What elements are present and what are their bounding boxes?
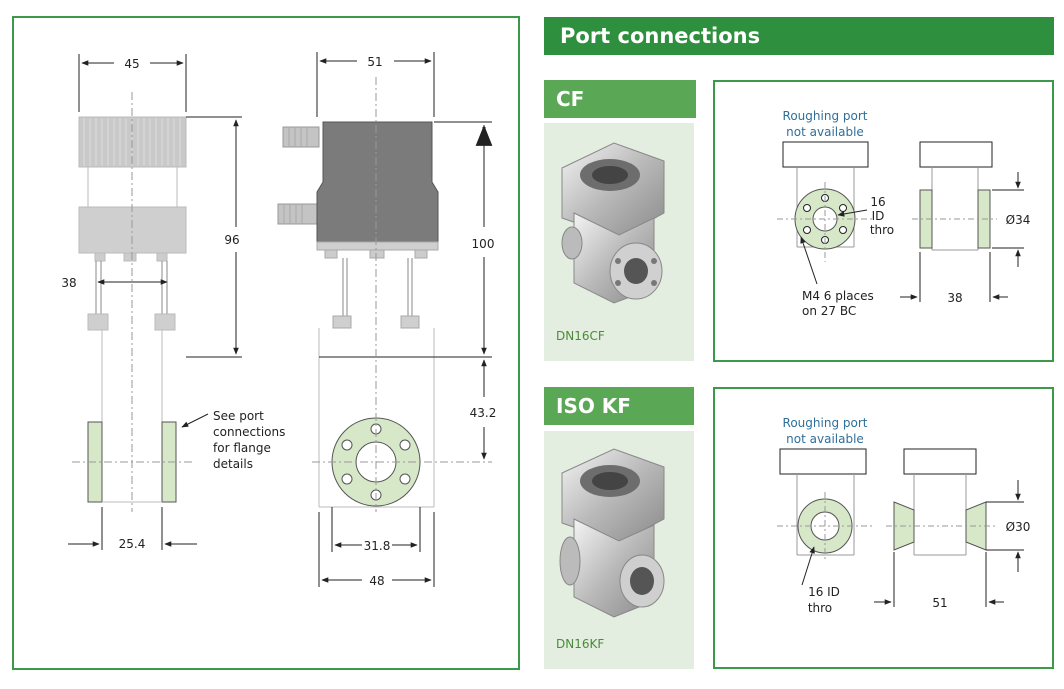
side-view [277, 77, 492, 512]
kf-dim-width: 51 [932, 596, 947, 610]
dim-43-2: 43.2 [470, 406, 497, 420]
port-connections-title: Port connections [560, 24, 761, 48]
cf-id-line-2: ID [872, 209, 885, 223]
cf-holes-line-2: on 27 BC [802, 304, 856, 318]
dim-48: 48 [369, 574, 384, 588]
kf-id-line-1: 16 ID [808, 585, 840, 599]
port-connections-header: Port connections [544, 17, 1054, 55]
dimension-drawing-panel: 45 96 38 25.4 See port connections for f… [12, 16, 520, 670]
cf-banner-label: CF [556, 87, 585, 111]
kf-roughing-line-1: Roughing port [783, 416, 868, 430]
cf-photo-caption: DN16CF [556, 329, 605, 343]
cf-banner: CF [544, 80, 696, 118]
cf-holes-line-1: M4 6 places [802, 289, 874, 303]
cf-roughing-line-1: Roughing port [783, 109, 868, 123]
kf-drawing-panel: Roughing port not available 16 ID thro Ø… [713, 387, 1054, 669]
kf-photo-caption: DN16KF [556, 637, 605, 651]
dim-51: 51 [367, 55, 382, 69]
kf-banner-label: ISO KF [556, 394, 631, 418]
cf-valve-photo [561, 142, 665, 304]
cf-dim-diameter: Ø34 [1006, 213, 1031, 227]
flange-note-line-4: details [213, 457, 253, 471]
cf-roughing-line-2: not available [786, 125, 864, 139]
kf-id-line-2: thro [808, 601, 832, 615]
flange-note-line-1: See port [213, 409, 264, 423]
dim-45: 45 [124, 57, 139, 71]
cf-id-line-1: 16 [870, 195, 885, 209]
flange-note-line-2: connections [213, 425, 285, 439]
front-view [72, 92, 192, 512]
dim-31-8: 31.8 [364, 539, 391, 553]
cf-port-drawing: Roughing port not available 16 ID thro M… [777, 109, 1031, 318]
kf-banner: ISO KF [544, 387, 694, 425]
kf-roughing-line-2: not available [786, 432, 864, 446]
cf-id-line-3: thro [870, 223, 894, 237]
flange-note-line-3: for flange [213, 441, 271, 455]
kf-dim-diameter: Ø30 [1006, 520, 1031, 534]
kf-port-drawing: Roughing port not available 16 ID thro Ø… [777, 416, 1031, 615]
valve-dimension-drawing: 45 96 38 25.4 See port connections for f… [61, 52, 497, 588]
dim-96: 96 [224, 233, 239, 247]
kf-photo-box: DN16KF [544, 431, 694, 669]
dim-100: 100 [472, 237, 495, 251]
kf-valve-photo [559, 448, 665, 618]
cf-photo-box: DN16CF [544, 123, 694, 361]
cf-dim-width: 38 [947, 291, 962, 305]
dim-25-4: 25.4 [119, 537, 146, 551]
cf-drawing-panel: Roughing port not available 16 ID thro M… [713, 80, 1054, 362]
dim-38: 38 [61, 276, 76, 290]
